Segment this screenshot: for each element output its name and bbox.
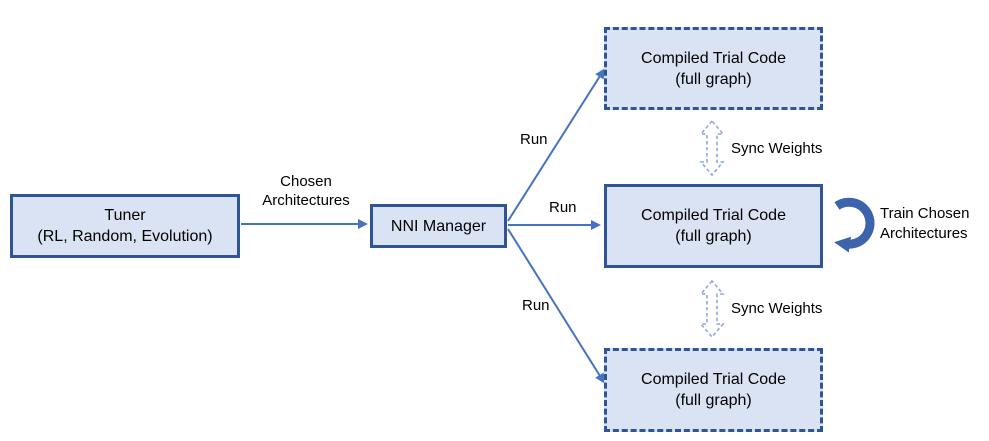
tuner-title: Tuner bbox=[104, 207, 146, 224]
sync-weights-arrow-top bbox=[699, 119, 725, 177]
sync-weights-arrow-bottom bbox=[699, 279, 725, 339]
arrow-run-top bbox=[507, 68, 605, 222]
trial-box-bottom-title: Compiled Trial Code bbox=[641, 371, 786, 388]
trial-box-top-title: Compiled Trial Code bbox=[641, 49, 786, 67]
train-loop-arrow-icon bbox=[834, 197, 875, 253]
chosen-architectures-label: Chosen Architectures bbox=[262, 173, 350, 209]
nni-manager-box: NNI Manager bbox=[370, 204, 507, 248]
run-label-middle: Run bbox=[549, 199, 577, 216]
run-label-bottom: Run bbox=[522, 297, 550, 314]
run-label-top: Run bbox=[520, 131, 548, 148]
trial-box-bottom-subtitle: (full graph) bbox=[675, 392, 752, 409]
trial-box-bottom: Compiled Trial Code (full graph) bbox=[604, 348, 823, 432]
tuner-subtitle: (RL, Random, Evolution) bbox=[37, 228, 213, 245]
sync-weights-label-bottom: Sync Weights bbox=[731, 300, 823, 317]
trial-box-middle-title: Compiled Trial Code bbox=[641, 207, 786, 224]
train-chosen-label: Train Chosen Architectures bbox=[880, 205, 970, 242]
tuner-box: Tuner (RL, Random, Evolution) bbox=[10, 194, 240, 258]
trial-box-top: Compiled Trial Code (full graph) bbox=[604, 27, 823, 110]
nni-manager-label: NNI Manager bbox=[390, 217, 487, 235]
arrow-run-bottom bbox=[507, 228, 605, 384]
trial-box-middle: Compiled Trial Code (full graph) bbox=[604, 184, 823, 268]
trial-box-middle-subtitle: (full graph) bbox=[675, 228, 752, 245]
trial-box-top-subtitle: (full graph) bbox=[675, 70, 752, 88]
sync-weights-label-top: Sync Weights bbox=[731, 140, 823, 157]
